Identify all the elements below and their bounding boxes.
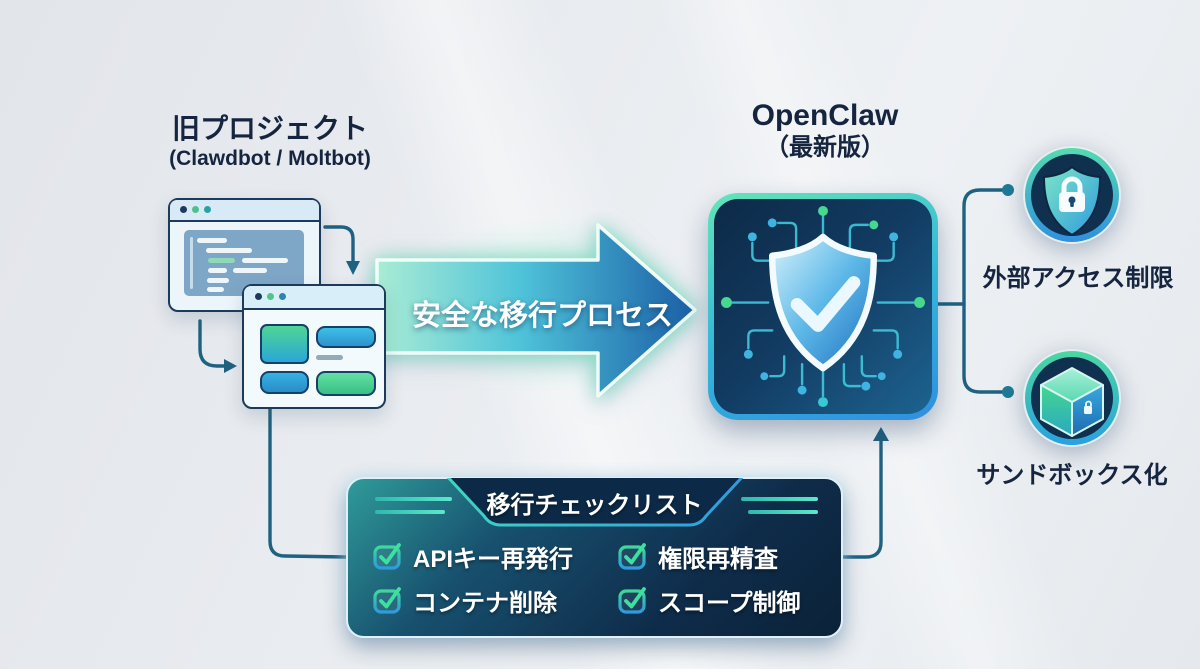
checklist-item-label: APIキー再発行 [413,545,574,573]
checkbox-checked-icon [373,587,401,614]
checklist-item: APIキー再発行 [372,539,617,574]
sandbox-cube-icon [1023,349,1121,447]
window-dot-icon [267,293,274,300]
ui-block [316,371,376,396]
old-project-title-block: 旧プロジェクト (Clawdbot / Moltbot) [130,112,410,171]
migration-checklist-panel: 移行チェックリスト APIキー再発行 権限再精査 [346,477,843,638]
checklist-item: 権限再精査 [617,539,822,574]
code-line [208,258,235,263]
shield-lock-icon [1023,146,1121,244]
openclaw-subtitle: （最新版） [765,134,885,161]
code-line [206,248,252,253]
code-line [233,268,267,273]
ui-block [260,324,309,364]
checklist-item-label: スコープ制御 [658,589,801,617]
window-dot-icon [180,206,187,213]
feature-label-sandboxing: サンドボックス化 [976,462,1168,489]
code-gutter [190,237,193,289]
openclaw-title: OpenClaw [751,99,899,132]
code-line [242,258,288,263]
checklist-items: APIキー再発行 権限再精査 コンテナ削除 [372,534,822,622]
code-window-titlebar [170,200,319,222]
checklist-banner: 移行チェックリスト [442,478,748,530]
old-project-subtitle: (Clawdbot / Moltbot) [169,146,371,170]
code-line [207,278,229,283]
openclaw-box-inner [714,199,932,414]
old-project-title: 旧プロジェクト [171,113,368,144]
banner-deco-line [375,497,452,501]
window-dot-icon [279,293,286,300]
window-dot-icon [255,293,262,300]
window-dot-icon [204,206,211,213]
ui-block [316,326,376,348]
banner-deco-line [375,510,445,514]
code-line [197,238,227,243]
checkbox-checked-icon [373,543,401,570]
code-line [208,268,227,273]
checklist-item-label: コンテナ削除 [413,589,557,617]
checkbox-checked-icon [618,587,646,614]
openclaw-box [708,193,938,420]
ui-block [260,371,309,394]
feature-label-access-restriction: 外部アクセス制限 [982,265,1174,292]
checkbox-checked-icon [618,543,646,570]
banner-deco-line [741,497,818,501]
ui-dash [316,355,343,360]
banner-deco-line [748,510,818,514]
checklist-item: コンテナ削除 [372,583,617,618]
checklist-banner-shape [446,478,743,527]
code-line [207,287,224,292]
checklist-title: 移行チェックリスト [486,492,703,519]
window-dot-icon [192,206,199,213]
checklist-item: スコープ制御 [617,583,822,618]
ui-window-titlebar [244,286,384,310]
migration-arrow-label: 安全な移行プロセス [411,300,673,332]
checklist-item-label: 権限再精査 [658,545,778,573]
openclaw-title-block: OpenClaw （最新版） [700,98,950,163]
ui-window [242,284,386,409]
shield-circuit-icon [720,205,926,408]
